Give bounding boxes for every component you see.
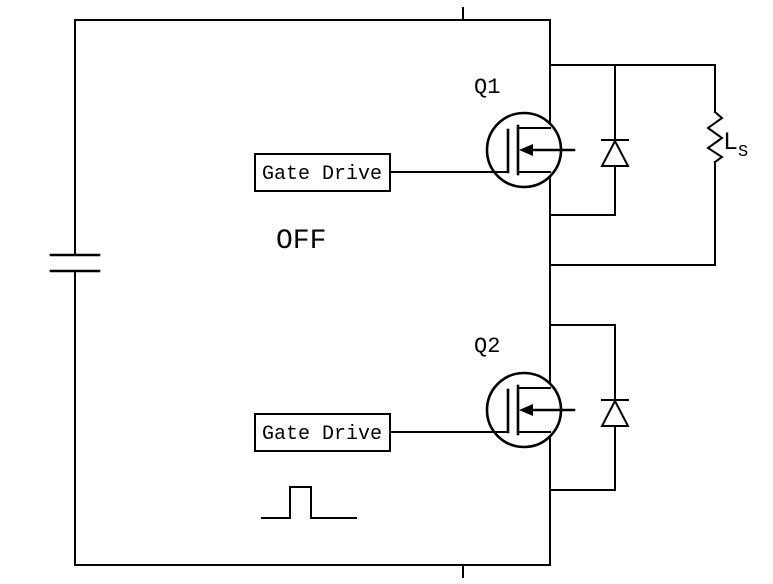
q1-reference-label: Q1 [474,75,500,100]
q1-gate-drive-label: Gate Drive [262,163,382,186]
load-inductor-label-sub: S [738,143,748,162]
q2-diode-triangle-icon [600,398,630,427]
q2-gate-drive-label: Gate Drive [262,423,382,446]
dc-bus-capacitor [49,253,101,273]
load-inductor-label: LS [723,128,748,162]
q2-body-diode [549,324,630,491]
q1-body-diode [549,64,716,216]
q2-gate-drive-block: Gate Drive [254,413,391,452]
q1-gate-drive-block: Gate Drive [254,153,391,192]
q2-nchannel-arrow-icon [519,404,533,416]
inductor-zigzag-icon [706,110,724,164]
q1-diode-triangle-icon [600,138,630,167]
load-inductor-label-main: L [723,128,738,157]
load-inductor-branch [549,64,724,266]
q1-nchannel-arrow-icon [519,144,533,156]
q1-off-state-label: OFF [276,226,326,257]
q1-gate-drive-box [254,153,391,192]
supply-rails [74,7,551,578]
q1-mosfet [389,111,576,189]
q2-reference-label: Q2 [474,334,500,359]
q2-gate-drive-box [254,413,391,452]
q2-mosfet [389,371,576,449]
gate-pulse-waveform-icon [261,486,357,519]
